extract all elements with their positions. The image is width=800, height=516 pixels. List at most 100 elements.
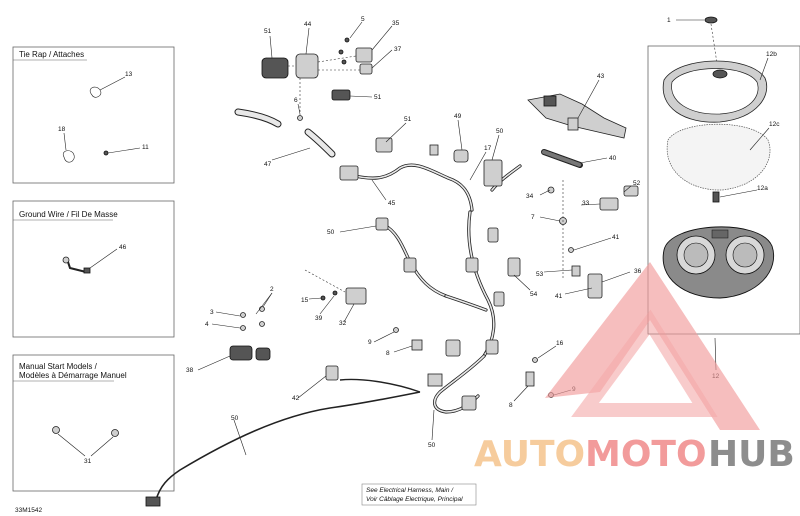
callout-50b: 50 (327, 229, 335, 236)
callout-16: 16 (556, 340, 564, 347)
callout-31: 31 (84, 458, 92, 465)
bracket-33 (599, 197, 619, 211)
harness-50-lower (155, 391, 421, 501)
callout-18: 18 (58, 126, 66, 133)
connector-50-end (145, 496, 161, 507)
fuse-53 (571, 265, 581, 277)
connector-45 (339, 165, 359, 181)
callout-6: 6 (294, 97, 298, 104)
switch-38 (229, 345, 253, 361)
callout-36: 36 (634, 268, 642, 275)
part-35 (355, 47, 373, 63)
switch-assembly-51-44 (261, 37, 373, 121)
callout-50c: 50 (428, 442, 436, 449)
instrument-cluster-panel: 1 12b 12c 12a 12 (647, 16, 800, 380)
callout-53: 53 (536, 271, 544, 278)
reference-note-line1: See Electrical Harness, Main / (366, 487, 454, 494)
plug-31-left (52, 426, 60, 434)
manual-start-box: Manual Start Models / Modèles à Démarrag… (12, 354, 175, 492)
watermark-auto: AUTO (474, 434, 585, 475)
tie-rap-box-title: Tie Rap / Attaches (19, 50, 84, 59)
left-mid-parts (229, 269, 554, 398)
callout-labels: 51 44 5 35 37 51 6 47 51 49 50 17 43 40 … (186, 16, 642, 449)
callout-17: 17 (484, 145, 492, 152)
bracket-32 (345, 287, 367, 305)
callout-50a: 50 (496, 128, 504, 135)
callout-12a: 12a (757, 185, 768, 192)
connector-51-upper (331, 89, 351, 101)
switch-51 (261, 57, 289, 79)
automotohub-watermark: AUTO MOTO HUB (474, 262, 795, 475)
tie-rap-box: Tie Rap / Attaches 13 18 11 (12, 46, 175, 184)
nut-34 (547, 186, 555, 194)
callout-42: 42 (292, 395, 300, 402)
callout-44: 44 (304, 21, 312, 28)
clip-8b (525, 371, 535, 387)
connector-42 (325, 365, 339, 381)
connector-51-mid (375, 137, 393, 153)
ground-wire-46-part (67, 261, 87, 273)
part-52 (623, 185, 639, 197)
connector-54 (507, 257, 521, 277)
callout-13: 13 (125, 71, 133, 78)
callout-38: 38 (186, 367, 194, 374)
callout-45: 45 (388, 200, 396, 207)
ground-wire-box: Ground Wire / Fil De Masse 46 (12, 200, 175, 338)
callout-8b: 8 (509, 402, 513, 409)
callout-41a: 41 (612, 234, 620, 241)
callout-32: 32 (339, 320, 347, 327)
callout-51c: 51 (404, 116, 412, 123)
lens-12c-part (666, 123, 771, 191)
callout-leaders (197, 21, 632, 456)
callout-47: 47 (264, 161, 272, 168)
callout-41b: 41 (555, 293, 563, 300)
upper-right-parts (527, 93, 639, 299)
bracket-43 (527, 93, 627, 139)
callout-34: 34 (526, 193, 534, 200)
callout-2: 2 (270, 286, 274, 293)
callout-35: 35 (392, 20, 400, 27)
main-harness (145, 163, 522, 507)
watermark-moto: MOTO (585, 434, 707, 475)
clip-8a (411, 339, 423, 351)
manual-start-title-line2: Modèles à Démarrage Manuel (19, 371, 127, 380)
bracket-36 (587, 273, 603, 299)
nut-39 (332, 290, 338, 296)
screw-16 (532, 357, 538, 363)
callout-7: 7 (531, 214, 535, 221)
callout-4: 4 (205, 321, 209, 328)
diagram-code: 33M1542 (15, 507, 42, 514)
callout-54: 54 (530, 291, 538, 298)
callout-8a: 8 (386, 350, 390, 357)
callout-46: 46 (119, 244, 127, 251)
ground-wire-box-title: Ground Wire / Fil De Masse (19, 210, 118, 219)
callout-51b: 51 (374, 94, 382, 101)
clip-11-part (103, 150, 109, 156)
part-37 (359, 63, 373, 75)
callout-49: 49 (454, 113, 462, 120)
screw-9a (393, 327, 399, 333)
washer-4 (240, 325, 246, 331)
callout-43: 43 (597, 73, 605, 80)
callout-40: 40 (609, 155, 617, 162)
part-49 (453, 149, 469, 163)
tube-47 (234, 108, 336, 158)
callout-33: 33 (582, 200, 590, 207)
callout-50d: 50 (231, 415, 239, 422)
callout-39: 39 (315, 315, 323, 322)
switch-44 (295, 53, 319, 79)
callout-15: 15 (301, 297, 309, 304)
screw-3 (240, 312, 246, 318)
screw-5 (344, 37, 350, 43)
bulb-12a-part (712, 191, 720, 203)
watermark-hub: HUB (708, 434, 795, 475)
relay-50-upper (483, 159, 503, 187)
callout-51a: 51 (264, 28, 272, 35)
callout-11: 11 (142, 144, 149, 151)
screw-2a (259, 306, 265, 312)
screw-1-part (704, 16, 718, 24)
callout-12c: 12c (769, 121, 780, 128)
reference-note-line2: Voir Câblage Electrique, Principal (366, 496, 463, 503)
